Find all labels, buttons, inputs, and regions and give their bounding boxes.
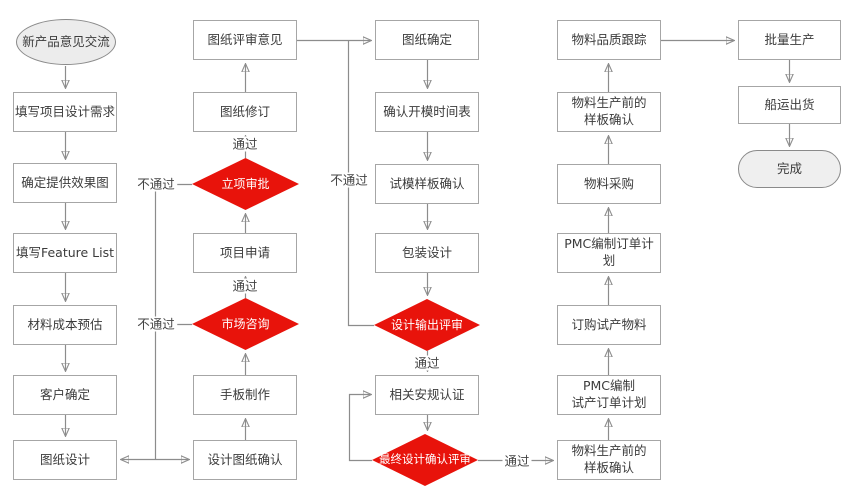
node-drawing-finalized: 图纸确定 xyxy=(375,20,479,60)
node-pre-production-sample-confirm-top: 物料生产前的 样板确认 xyxy=(557,92,661,132)
edge-label-pass-final-review: 通过 xyxy=(502,453,532,469)
edge-label-pass-market: 通过 xyxy=(230,278,260,294)
node-feature-list: 填写Feature List xyxy=(13,233,117,273)
edge-design-review-fail xyxy=(347,40,374,327)
node-pmc-order-plan: PMC编制订单计划 xyxy=(557,233,661,273)
node-cost-estimate: 材料成本预估 xyxy=(13,305,117,345)
node-project-application: 项目申请 xyxy=(193,233,297,273)
edge-label-fail-approval: 不通过 xyxy=(135,176,177,192)
node-prototype-making: 手板制作 xyxy=(193,375,297,415)
node-drawing-design: 图纸设计 xyxy=(13,440,117,480)
node-material-purchase: 物料采购 xyxy=(557,164,661,204)
node-mold-sample-confirm: 试模样板确认 xyxy=(375,164,479,204)
node-shipping: 船运出货 xyxy=(738,86,841,124)
node-mold-schedule: 确认开模时间表 xyxy=(375,92,479,132)
end-terminal: 完成 xyxy=(738,150,841,188)
edge-label-pass-design-review: 通过 xyxy=(412,355,442,371)
node-safety-certification: 相关安规认证 xyxy=(375,375,479,415)
edge-label-pass-approval: 通过 xyxy=(230,136,260,152)
node-material-quality-tracking: 物料品质跟踪 xyxy=(557,20,661,60)
edge-label-fail-design-review: 不通过 xyxy=(328,172,370,188)
node-customer-confirm: 客户确定 xyxy=(13,375,117,415)
edge-final-review-loop-to-certification xyxy=(348,395,372,462)
node-pmc-trial-order-plan: PMC编制 试产订单计划 xyxy=(557,375,661,415)
node-order-trial-materials: 订购试产物料 xyxy=(557,305,661,345)
node-packaging-design: 包装设计 xyxy=(375,233,479,273)
start-terminal: 新产品意见交流 xyxy=(16,19,116,65)
edge-label-fail-market: 不通过 xyxy=(135,316,177,332)
node-fill-requirements: 填写项目设计需求 xyxy=(13,92,117,132)
node-mass-production: 批量生产 xyxy=(738,20,841,60)
node-drawing-revision: 图纸修订 xyxy=(193,92,297,132)
node-confirm-renderings: 确定提供效果图 xyxy=(13,163,117,203)
node-design-drawing-confirm: 设计图纸确认 xyxy=(193,440,297,480)
node-pre-production-sample-confirm-bottom: 物料生产前的 样板确认 xyxy=(557,440,661,480)
node-drawing-review-opinion: 图纸评审意见 xyxy=(193,20,297,60)
